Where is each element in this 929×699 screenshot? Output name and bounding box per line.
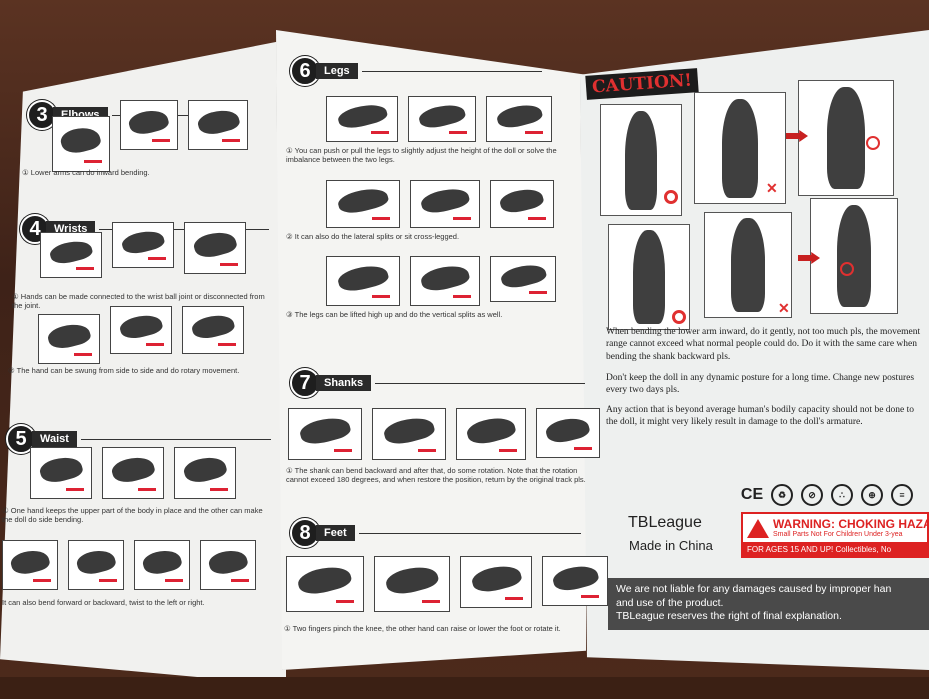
illustration	[286, 556, 364, 612]
feet-illustrations	[286, 556, 608, 612]
section-feet-header: 8 Feet	[290, 518, 581, 548]
illustration	[542, 556, 608, 606]
table-edge	[0, 677, 929, 699]
caption: ② The hand can be swung from side to sid…	[8, 366, 240, 375]
illustration	[112, 222, 174, 268]
caption: It can also bend forward or backward, tw…	[2, 598, 205, 607]
waist-illustrations-row2	[2, 540, 256, 590]
paper-recycle-icon: ≡	[891, 484, 913, 506]
caution-paragraph-3: Any action that is beyond average human'…	[606, 405, 915, 428]
caption: ③ The legs can be lifted high up and do …	[286, 310, 503, 319]
illustration	[200, 540, 256, 590]
illustration	[288, 408, 362, 460]
caption: ① You can push or pull the legs to sligh…	[286, 146, 557, 165]
illustration	[182, 306, 244, 354]
illustration	[68, 540, 124, 590]
illustration	[174, 447, 236, 499]
section-label: Legs	[316, 63, 358, 79]
waist-illustrations-row1	[30, 447, 236, 499]
illustration	[184, 222, 246, 274]
correct-mark-icon	[664, 190, 678, 204]
correct-mark-icon	[672, 310, 686, 324]
divider	[361, 70, 542, 72]
illustration	[134, 540, 190, 590]
illustration	[460, 556, 532, 608]
liability-line: We are not liable for any damages caused…	[616, 583, 892, 595]
highlight-circle-icon	[840, 262, 854, 276]
figure-correct-leg	[608, 224, 690, 330]
illustration	[38, 314, 100, 364]
caption: ① One hand keeps the upper part of the b…	[2, 506, 263, 525]
figure-legs	[810, 198, 898, 314]
illustration	[486, 96, 552, 142]
caution-paragraph-2: Don't keep the doll in any dynamic postu…	[606, 373, 915, 396]
ce-mark-icon: CE	[740, 486, 764, 503]
wrong-mark-icon: ✕	[778, 300, 790, 316]
illustration	[326, 256, 400, 306]
warning-subtitle: Small Parts Not For Children Under 3-yea	[773, 531, 903, 538]
illustration	[490, 256, 556, 302]
illustration	[326, 96, 398, 142]
illustration	[372, 408, 446, 460]
caption: ① The shank can bend backward and after …	[286, 466, 586, 485]
section-legs-header: 6 Legs	[290, 56, 542, 86]
elbows-illustrations	[52, 100, 248, 172]
caption: ① Hands can be made connected to the wri…	[12, 292, 265, 311]
legs-illustrations-row2	[326, 180, 554, 228]
section-label: Shanks	[316, 375, 372, 391]
illustration	[120, 100, 178, 150]
arrow-right-icon	[798, 252, 820, 264]
recycling-code-icon: ∴	[831, 484, 853, 506]
illustration	[188, 100, 248, 150]
illustration	[102, 447, 164, 499]
illustration	[408, 96, 476, 142]
section-shanks-header: 7 Shanks	[290, 368, 586, 398]
wrists-illustrations-row1	[40, 222, 246, 278]
illustration	[40, 232, 102, 278]
legs-illustrations-row3	[326, 256, 556, 306]
recycle-icon: ♻	[771, 484, 793, 506]
section-label: Feet	[316, 525, 355, 541]
shanks-illustrations	[288, 408, 600, 460]
divider	[375, 382, 586, 384]
liability-line: TBLeague reserves the right of final exp…	[616, 610, 842, 623]
caption: ① Lower arms can do inward bending.	[22, 168, 150, 177]
divider	[358, 532, 581, 534]
caption: ① Two fingers pinch the knee, the other …	[284, 624, 561, 633]
figure-wrong-leg	[704, 212, 792, 318]
illustration	[52, 116, 110, 172]
warning-title: WARNING: CHOKING HAZA	[773, 517, 929, 531]
illustration	[490, 180, 554, 228]
illustration	[326, 180, 400, 228]
arrow-right-icon	[786, 130, 808, 142]
section-label: Waist	[32, 431, 77, 447]
choking-hazard-warning: WARNING: CHOKING HAZA Small Parts Not Fo…	[741, 512, 929, 558]
divider	[80, 438, 271, 440]
brand-name: TBLeague	[628, 514, 702, 531]
illustration	[30, 447, 92, 499]
legs-illustrations-row1	[326, 96, 552, 142]
made-in-label: Made in China	[629, 538, 713, 553]
illustration	[536, 408, 600, 458]
caution-paragraph-1: When bending the lower arm inward, do it…	[606, 327, 921, 362]
warning-age: FOR AGES 15 AND UP! Collectibles, No	[743, 542, 927, 556]
caption: ② It can also do the lateral splits or s…	[286, 232, 460, 241]
figure-torso	[798, 80, 894, 196]
illustration	[456, 408, 526, 460]
liability-line: and use of the product.	[616, 596, 724, 609]
liability-notice: We are not liable for any damages caused…	[608, 578, 929, 630]
no-small-children-icon: ⊘	[801, 484, 823, 506]
wrists-illustrations-row2	[38, 306, 244, 364]
illustration	[2, 540, 58, 590]
illustration	[110, 306, 172, 354]
sorting-icon: ⊕	[861, 484, 883, 506]
wrong-mark-icon: ✕	[766, 180, 778, 196]
certification-symbols: CE ♻ ⊘ ∴ ⊕ ≡	[741, 484, 913, 506]
illustration	[410, 256, 480, 306]
figure-wrong-arm	[694, 92, 786, 204]
highlight-circle-icon	[866, 136, 880, 150]
illustration	[374, 556, 450, 612]
warning-triangle-icon	[747, 519, 769, 538]
illustration	[410, 180, 480, 228]
